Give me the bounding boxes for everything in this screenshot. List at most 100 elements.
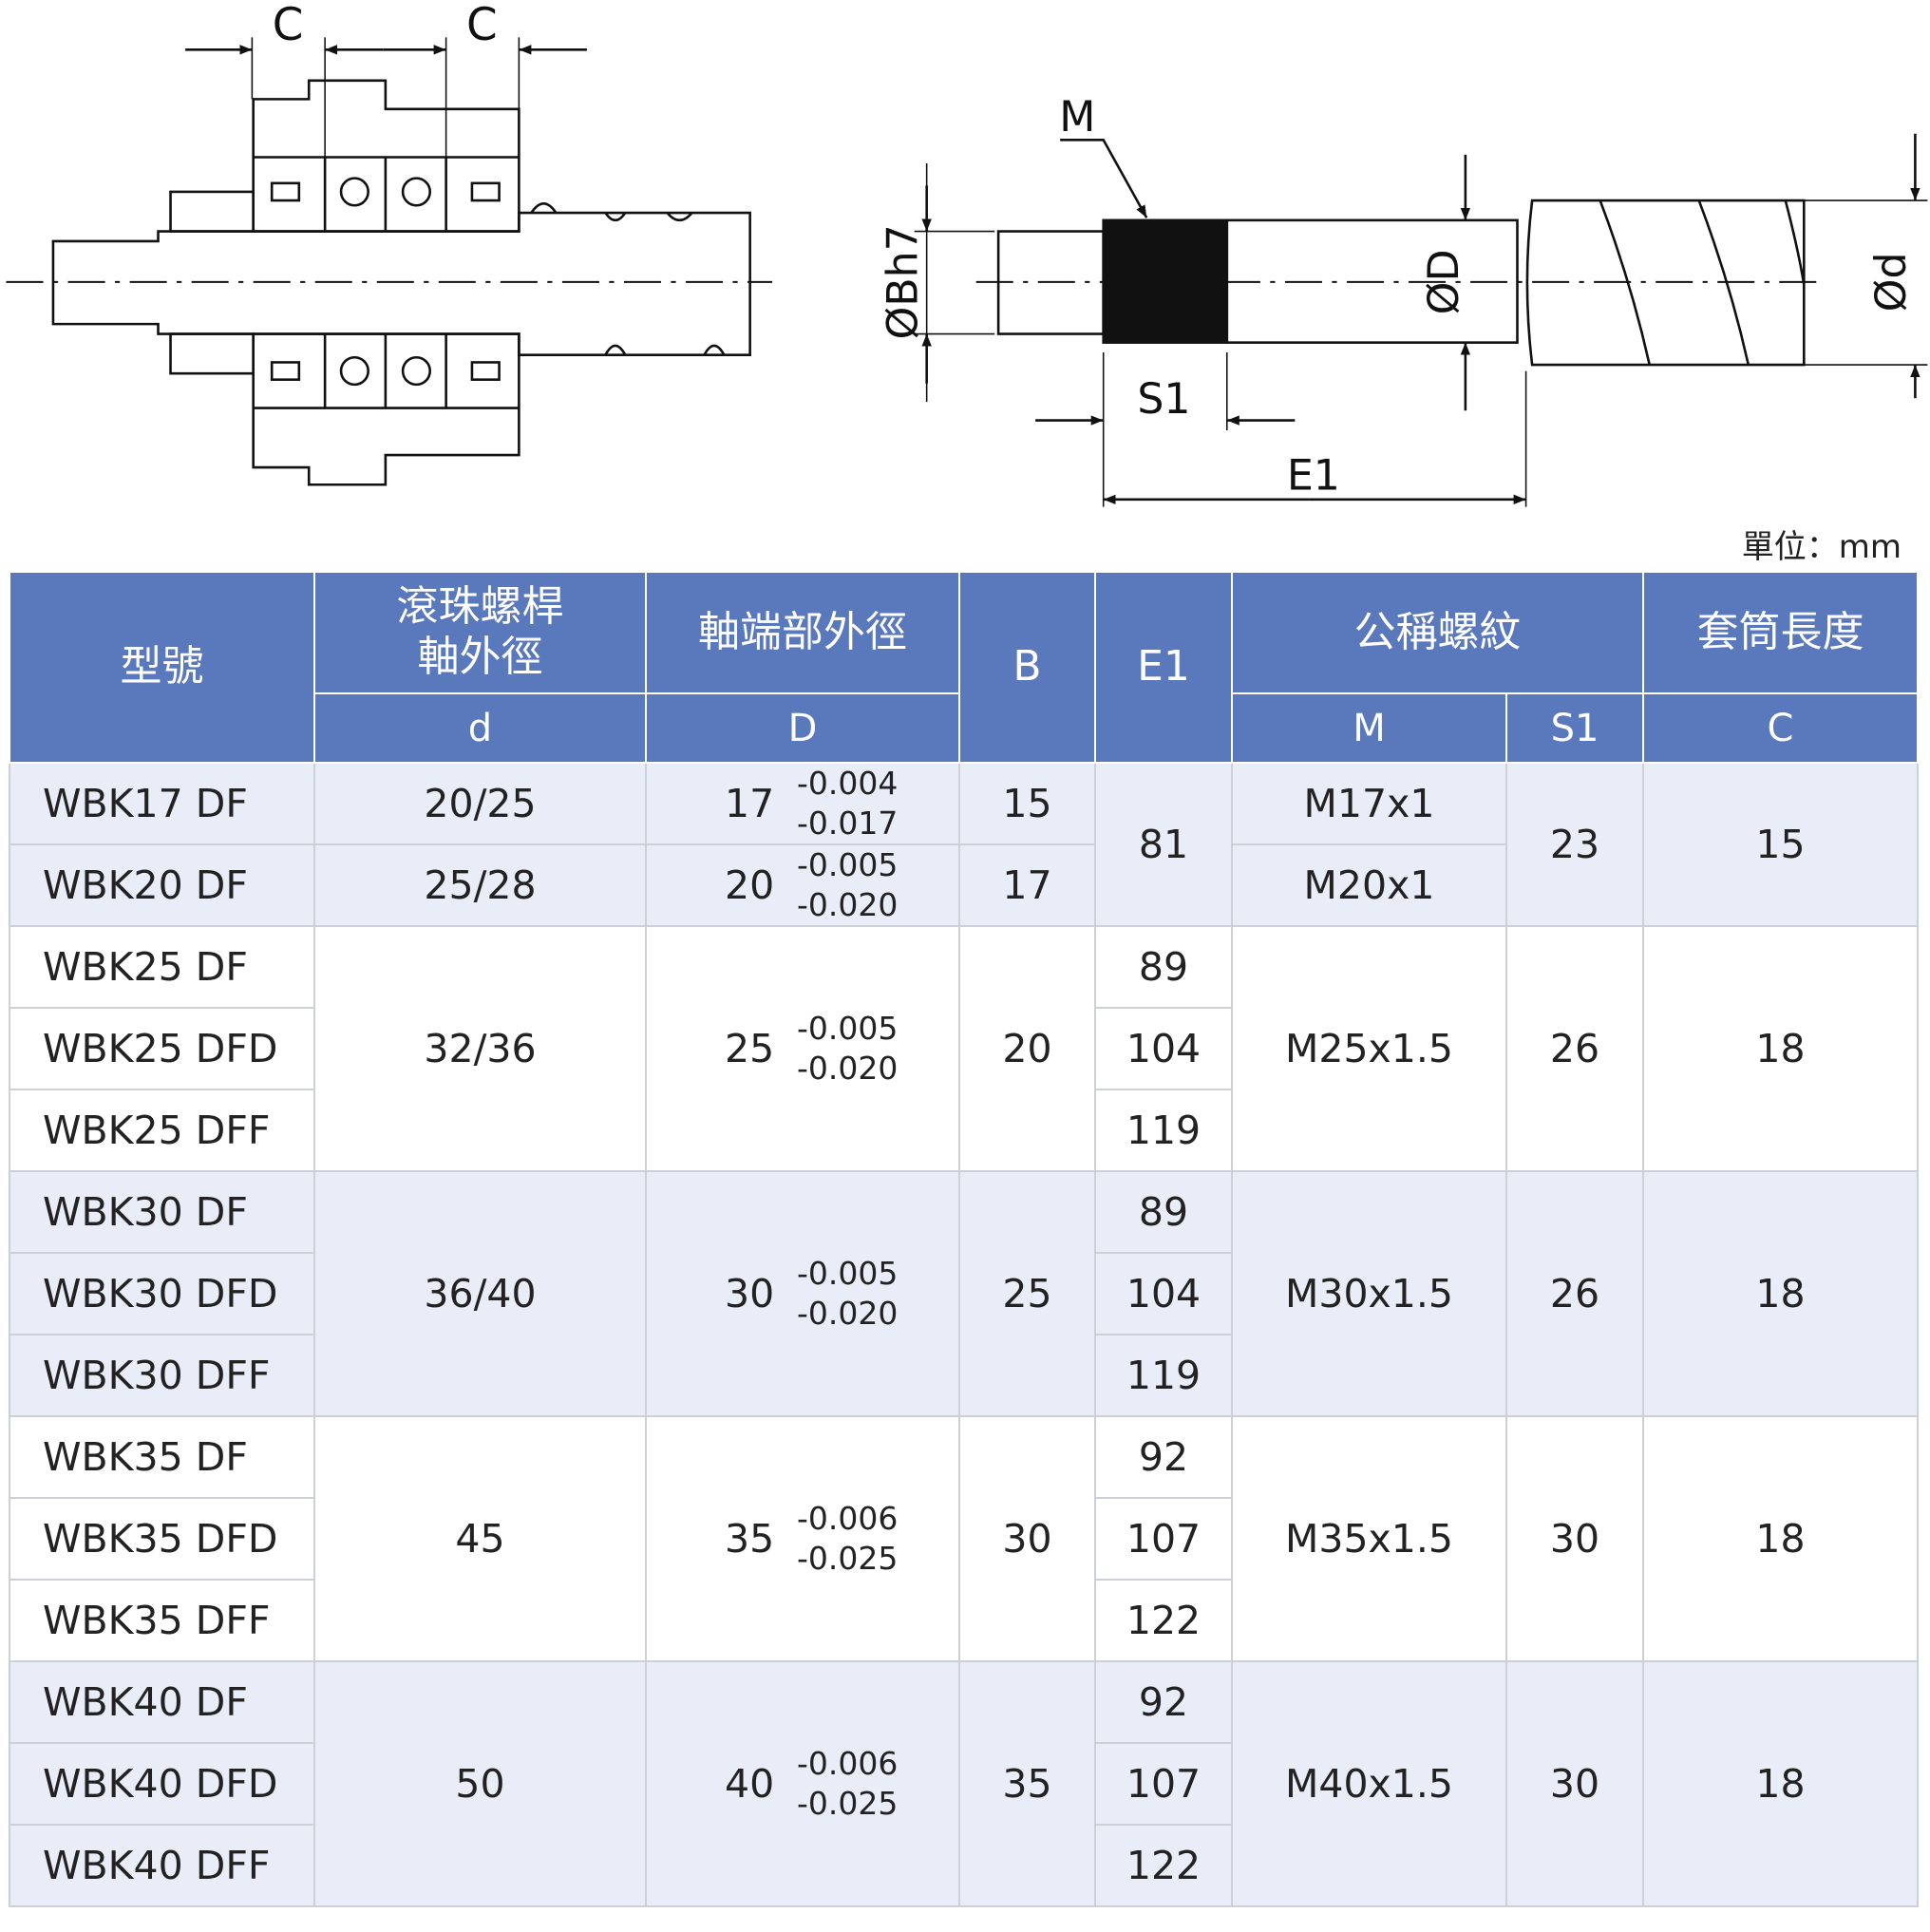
- model-cell: WBK20 DF: [9, 843, 315, 927]
- model-cell: WBK25 DFF: [9, 1089, 315, 1172]
- screw-diameter-cell: 32/36: [313, 925, 647, 1172]
- tolerance: -0.006-0.025: [797, 1499, 898, 1579]
- shaft-end-drawing: [914, 133, 1928, 507]
- header-s1: S1: [1505, 692, 1644, 764]
- model-cell: WBK35 DFD: [9, 1497, 315, 1581]
- model-cell: WBK30 DFF: [9, 1334, 315, 1417]
- model-cell: WBK40 DFD: [9, 1742, 315, 1826]
- tolerance-upper: -0.006: [797, 1745, 899, 1782]
- screw-diameter-cell: 20/25: [313, 762, 647, 845]
- tolerance: -0.006-0.025: [797, 1744, 898, 1824]
- header-screw-diameter-line2: 軸外徑: [417, 633, 543, 681]
- thread-m-cell: M17x1: [1231, 762, 1507, 845]
- dim-label-c-left: C: [273, 0, 304, 51]
- tolerance-upper: -0.005: [797, 1255, 899, 1292]
- thread-m-cell: M35x1.5: [1231, 1415, 1507, 1662]
- model-cell: WBK25 DF: [9, 925, 315, 1009]
- e1-cell: 81: [1094, 762, 1233, 927]
- s1-cell: 30: [1505, 1660, 1644, 1907]
- screw-diameter-cell: 50: [313, 1660, 647, 1907]
- model-cell: WBK40 DF: [9, 1660, 315, 1744]
- shaft-end-diameter-value: 20: [725, 862, 775, 908]
- model-cell: WBK25 DFD: [9, 1007, 315, 1090]
- shaft-end-diameter-cell: 35-0.006-0.025: [645, 1415, 960, 1662]
- header-b: B: [958, 571, 1096, 764]
- e1-cell: 107: [1094, 1742, 1233, 1826]
- e1-cell: 122: [1094, 1579, 1233, 1662]
- e1-cell: 119: [1094, 1334, 1233, 1417]
- header-shaft-end-diameter: 軸端部外徑: [645, 571, 960, 694]
- s1-cell: 26: [1505, 925, 1644, 1172]
- shaft-end-diameter-cell: 17 -0.004-0.017: [645, 762, 960, 845]
- header-D: D: [645, 692, 960, 764]
- shaft-end-diameter-value: 17: [725, 781, 775, 826]
- header-screw-diameter: 滾珠螺桿軸外徑: [313, 571, 647, 694]
- header-e1: E1: [1094, 571, 1233, 764]
- thread-m-cell: M40x1.5: [1231, 1660, 1507, 1907]
- model-cell: WBK30 DF: [9, 1170, 315, 1254]
- dim-label-s1: S1: [1137, 375, 1190, 424]
- header-d: d: [313, 692, 647, 764]
- screw-diameter-cell: 36/40: [313, 1170, 647, 1417]
- tolerance-lower: -0.025: [797, 1785, 899, 1822]
- support-unit-drawing: [6, 37, 773, 486]
- shaft-end-diameter-cell: 25-0.005-0.020: [645, 925, 960, 1172]
- thread-m-cell: M25x1.5: [1231, 925, 1507, 1172]
- b-cell: 35: [958, 1660, 1096, 1907]
- screw-diameter-cell: 25/28: [313, 843, 647, 927]
- tolerance-upper: -0.006: [797, 1500, 899, 1537]
- c-cell: 15: [1642, 762, 1919, 927]
- e1-cell: 89: [1094, 925, 1233, 1009]
- thread-m-cell: M20x1: [1231, 843, 1507, 927]
- s1-cell: 26: [1505, 1170, 1644, 1417]
- b-cell: 30: [958, 1415, 1096, 1662]
- tolerance-lower: -0.020: [797, 1295, 899, 1332]
- table-row: WBK40 DFD 107: [9, 1742, 1918, 1826]
- thread-m-cell: M30x1.5: [1231, 1170, 1507, 1417]
- dim-label-shaft-d: ØD: [1420, 249, 1468, 314]
- shaft-end-diameter-cell: 20 -0.005-0.020: [645, 843, 960, 927]
- tolerance-lower: -0.020: [797, 886, 899, 923]
- e1-cell: 92: [1094, 1415, 1233, 1499]
- c-cell: 18: [1642, 1415, 1919, 1662]
- e1-cell: 92: [1094, 1660, 1233, 1744]
- table-row: WBK35 DFF 122: [9, 1579, 1918, 1662]
- header-screw-diameter-line1: 滾珠螺桿: [396, 582, 564, 632]
- tolerance-lower: -0.017: [797, 805, 899, 842]
- shaft-end-diameter-value: 40: [725, 1761, 775, 1807]
- shaft-end-diameter-cell: 30-0.005-0.020: [645, 1170, 960, 1417]
- technical-drawing: C C M ØBh7 ØD Ød S1 E1: [6, 0, 1928, 507]
- b-cell: 20: [958, 925, 1096, 1172]
- c-cell: 18: [1642, 925, 1919, 1172]
- b-cell: 17: [958, 843, 1096, 927]
- s1-cell: 30: [1505, 1415, 1644, 1662]
- spec-table: 型號 滾珠螺桿軸外徑 軸端部外徑 B E1 公稱螺紋 套筒長度 d D M S1…: [9, 571, 1919, 1907]
- dim-label-bh7: ØBh7: [879, 224, 927, 339]
- model-cell: WBK35 DFF: [9, 1579, 315, 1662]
- unit-label: 單位：mm: [1741, 528, 1902, 566]
- b-cell: 25: [958, 1170, 1096, 1417]
- tolerance-upper: -0.005: [797, 1010, 899, 1047]
- tolerance: -0.005-0.020: [797, 1009, 898, 1089]
- model-cell: WBK35 DF: [9, 1415, 315, 1499]
- dim-label-e1: E1: [1287, 451, 1340, 500]
- screw-diameter-cell: 45: [313, 1415, 647, 1662]
- header-model: 型號: [9, 571, 315, 764]
- tolerance: -0.004-0.017: [797, 764, 898, 843]
- tolerance-upper: -0.005: [797, 846, 899, 883]
- model-cell: WBK40 DFF: [9, 1824, 315, 1907]
- tolerance-upper: -0.004: [797, 765, 899, 802]
- model-cell: WBK30 DFD: [9, 1252, 315, 1335]
- e1-cell: 89: [1094, 1170, 1233, 1254]
- b-cell: 15: [958, 762, 1096, 845]
